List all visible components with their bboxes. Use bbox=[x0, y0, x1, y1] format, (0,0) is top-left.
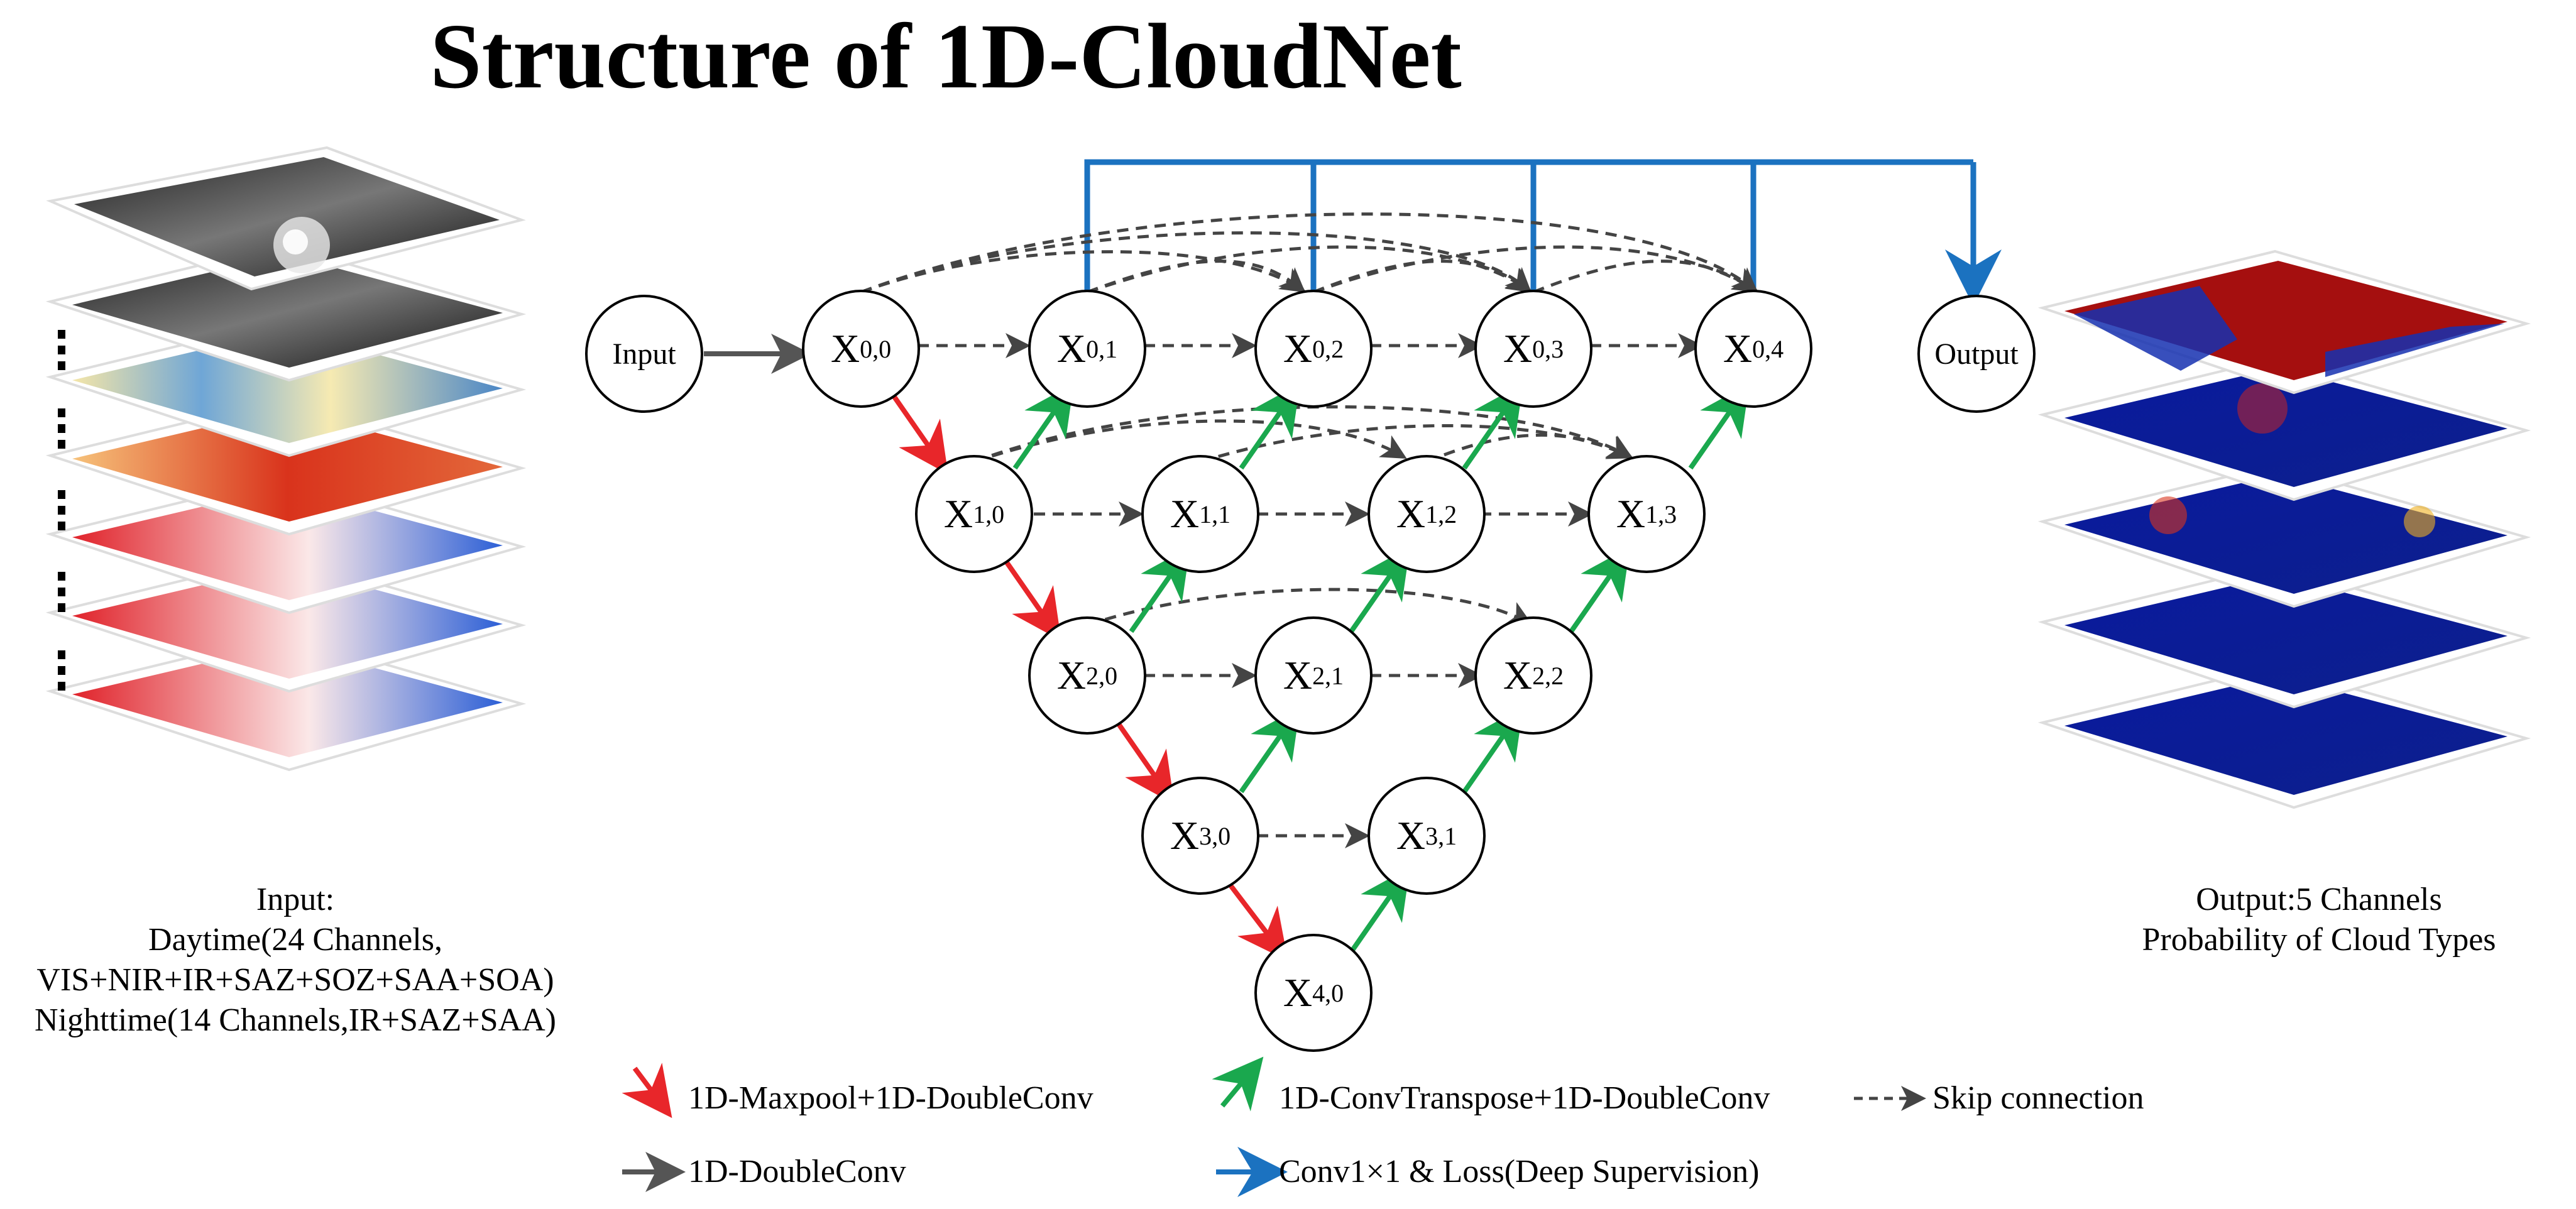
diagram-title: Structure of 1D-CloudNet bbox=[430, 5, 1462, 108]
legend-conv1x1-label: Conv1×1 & Loss(Deep Supervision) bbox=[1279, 1154, 1760, 1190]
legend-skip-label: Skip connection bbox=[1932, 1080, 2144, 1116]
output-node bbox=[1917, 295, 2036, 413]
node-x31 bbox=[1367, 777, 1486, 895]
input-layer-0 bbox=[46, 146, 526, 291]
node-x11 bbox=[1141, 455, 1259, 573]
node-circles bbox=[585, 290, 2036, 1052]
output-caption-line-2: Probability of Cloud Types bbox=[2142, 922, 2496, 958]
node-x40 bbox=[1254, 934, 1373, 1052]
output-layer-2 bbox=[2037, 463, 2531, 608]
output-node-label: Output bbox=[1934, 337, 2019, 371]
input-caption-line-4: Nighttime(14 Channels,IR+SAZ+SAA) bbox=[35, 1002, 556, 1038]
legend-convtranspose-label: 1D-ConvTranspose+1D-DoubleConv bbox=[1279, 1080, 1770, 1116]
input-node-label: Input bbox=[612, 337, 676, 371]
node-x02 bbox=[1254, 290, 1373, 408]
input-caption-line-1: Input: bbox=[256, 882, 335, 917]
node-x01 bbox=[1028, 290, 1146, 408]
node-x03 bbox=[1474, 290, 1592, 408]
input-caption-line-2: Daytime(24 Channels, bbox=[148, 922, 442, 958]
skip-connections bbox=[860, 212, 1759, 848]
output-layer-0 bbox=[2037, 249, 2531, 395]
legend-symbols bbox=[622, 1056, 1926, 1197]
node-x22 bbox=[1474, 616, 1592, 735]
input-node bbox=[585, 295, 703, 413]
output-layer-3 bbox=[2037, 564, 2531, 709]
output-layer-4 bbox=[2037, 664, 2531, 809]
output-layer-stack bbox=[2037, 249, 2531, 809]
legend-doubleconv-label: 1D-DoubleConv bbox=[688, 1154, 906, 1190]
node-x21 bbox=[1254, 616, 1373, 735]
input-caption-line-3: VIS+NIR+IR+SAZ+SOZ+SAA+SOA) bbox=[36, 962, 554, 998]
convtranspose-arrows bbox=[1012, 383, 1750, 954]
input-caption: Input: Daytime(24 Channels, VIS+NIR+IR+S… bbox=[0, 880, 591, 1041]
node-x04 bbox=[1694, 290, 1812, 408]
node-x12 bbox=[1367, 455, 1486, 573]
legend-maxpool-label: 1D-Maxpool+1D-DoubleConv bbox=[688, 1080, 1093, 1116]
output-caption-line-1: Output:5 Channels bbox=[2196, 882, 2442, 917]
node-x20 bbox=[1028, 616, 1146, 735]
input-layer-stack bbox=[45, 146, 527, 772]
legend-green-arrow bbox=[1212, 1056, 1264, 1112]
output-caption: Output:5 Channels Probability of Cloud T… bbox=[2036, 880, 2576, 960]
legend-red-arrow bbox=[622, 1063, 672, 1119]
layer-ellipsis bbox=[58, 330, 65, 691]
node-x13 bbox=[1587, 455, 1706, 573]
node-x30 bbox=[1141, 777, 1259, 895]
node-x00 bbox=[802, 290, 920, 408]
node-x10 bbox=[915, 455, 1033, 573]
maxpool-arrows bbox=[887, 388, 1288, 961]
output-layer-1 bbox=[2037, 356, 2531, 501]
